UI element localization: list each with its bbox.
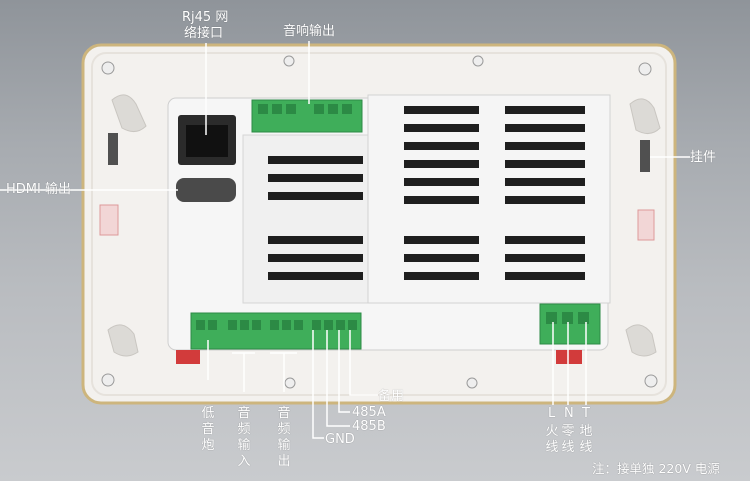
neutral-wire-label: 零线 bbox=[561, 424, 575, 455]
terminal-block-audio-top bbox=[251, 99, 363, 133]
rj45-label-line1: Rj45 网 bbox=[182, 10, 229, 25]
rj45-label-line2: 络接口 bbox=[184, 26, 224, 41]
screw-icon bbox=[101, 55, 658, 389]
audio-out-top-label: 音响输出 bbox=[283, 24, 336, 39]
earth-wire-label: 地线 bbox=[579, 424, 593, 455]
pin-l-label: L bbox=[548, 406, 556, 421]
hanger-slot bbox=[640, 140, 650, 172]
terminal-block-power bbox=[539, 303, 601, 345]
485b-label: 485B bbox=[352, 419, 386, 434]
spare-label: 备用 bbox=[378, 389, 405, 404]
audio-in-label: 音频输入 bbox=[237, 406, 251, 469]
pin-n-label: N bbox=[564, 406, 574, 421]
live-wire-label: 火线 bbox=[545, 424, 559, 455]
vent-grille bbox=[268, 106, 585, 280]
subwoofer-label: 低音炮 bbox=[201, 406, 215, 453]
hdmi-label: HDMI 输出 bbox=[6, 182, 71, 197]
pin-t-label: T bbox=[582, 406, 590, 421]
gnd-label: GND bbox=[325, 432, 355, 447]
power-note: 注：接单独 220V 电源 bbox=[592, 461, 720, 476]
terminal-block-bottom bbox=[190, 312, 362, 350]
hanger-label: 挂件 bbox=[690, 150, 717, 165]
leader-lines bbox=[0, 41, 690, 439]
485a-label: 485A bbox=[352, 405, 386, 420]
hdmi-port bbox=[176, 178, 236, 202]
audio-out-label: 音频输出 bbox=[277, 406, 291, 469]
